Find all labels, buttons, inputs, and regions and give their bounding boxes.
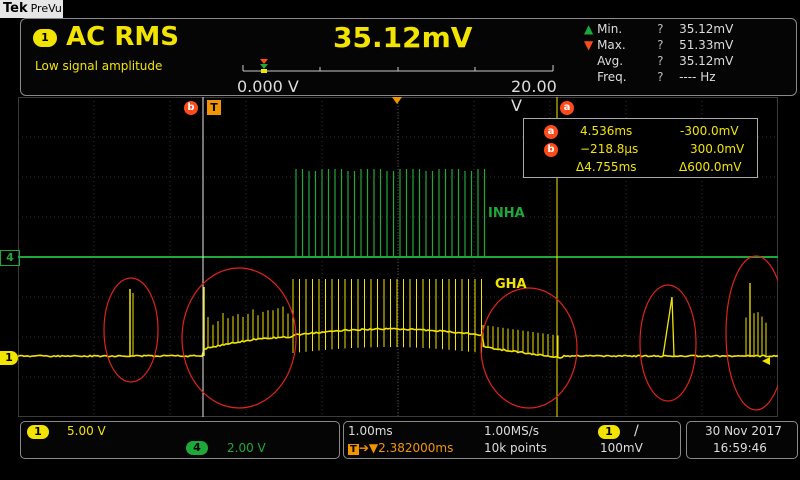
annotation-ellipse-4 — [640, 285, 696, 401]
trigger-source-badge: 1 — [598, 425, 620, 439]
brand-name: Tek — [3, 1, 28, 16]
timebase: 1.00ms — [348, 424, 393, 438]
trigger-t-icon: T — [348, 444, 359, 455]
date-time-panel: 30 Nov 2017 16:59:46 — [686, 421, 798, 459]
cursor-a-badge[interactable]: a — [560, 101, 574, 115]
cursor-b-badge[interactable]: b — [184, 101, 198, 115]
trigger-slope-icon: / — [634, 423, 639, 439]
gha-spike — [663, 297, 674, 356]
measurement-note: Low signal amplitude — [35, 59, 162, 73]
horizontal-trigger-panel[interactable]: 1.00ms 1.00MS/s T➔▼2.382000ms 10k points… — [343, 421, 681, 459]
sample-rate: 1.00MS/s — [484, 424, 539, 438]
readout-b-badge: b — [544, 143, 558, 157]
date: 30 Nov 2017 — [705, 424, 782, 438]
ch1-scale: 5.00 V — [67, 424, 106, 438]
max-flag-icon: ▼ — [584, 38, 593, 52]
annotation-ellipse-3 — [481, 288, 577, 408]
readout-a-volt: -300.0mV — [680, 124, 739, 138]
trigger-position-icon[interactable] — [392, 97, 402, 104]
record-length: 10k points — [484, 441, 547, 455]
trigger-arrow-icon: ➔ — [359, 441, 369, 455]
stat-min: ▲ Min.?35.12mV — [584, 21, 733, 37]
ch4-ground-marker[interactable]: 4 — [0, 250, 20, 266]
time: 16:59:46 — [713, 441, 767, 455]
measurement-value: 35.12mV — [333, 21, 472, 54]
measurement-scale: 0.000 V 20.00 V — [237, 57, 557, 93]
readout-delta-time: Δ4.755ms — [576, 160, 637, 174]
vertical-scale-panel[interactable]: 1 5.00 V 4 2.00 V — [20, 421, 340, 459]
trigger-t-badge[interactable]: T — [207, 100, 221, 115]
cursor-readout: a 4.536ms -300.0mV b −218.8µs 300.0mV Δ4… — [523, 118, 758, 178]
scale-ruler-icon — [237, 57, 557, 77]
stat-freq: ▲ Freq.?---- Hz — [584, 69, 733, 85]
measurement-panel[interactable]: 1 AC RMS 35.12mV Low signal amplitude 0.… — [20, 18, 797, 96]
trigger-position: T➔▼2.382000ms — [348, 441, 453, 455]
readout-a-badge: a — [544, 125, 558, 139]
readout-b-time: −218.8µs — [580, 142, 638, 156]
annotation-circles — [104, 256, 778, 410]
ch1-right-marker-icon — [762, 357, 770, 365]
ch1-scale-badge: 1 — [27, 425, 49, 439]
readout-delta-volt: Δ600.0mV — [679, 160, 741, 174]
ch4-scale: 2.00 V — [227, 441, 266, 455]
min-flag-icon: ▲ — [584, 22, 593, 36]
brand-logo: TekPreVu — [0, 0, 63, 18]
annotation-ellipse-1 — [104, 278, 158, 382]
inha-label: INHA — [488, 206, 525, 221]
readout-b-volt: 300.0mV — [690, 142, 744, 156]
channel-1-badge: 1 — [33, 29, 57, 47]
measurement-name: AC RMS — [66, 22, 179, 52]
annotation-ellipse-5 — [726, 256, 778, 410]
gha-label: GHA — [495, 277, 527, 292]
measurement-title: 1 AC RMS — [33, 22, 179, 52]
stat-avg: ▲ Avg.?35.12mV — [584, 53, 733, 69]
acq-mode: PreVu — [31, 2, 62, 15]
stat-max: ▼ Max.?51.33mV — [584, 37, 733, 53]
ch1-ground-marker[interactable]: 1 — [0, 351, 18, 365]
scale-min: 0.000 V — [237, 77, 299, 96]
ch4-scale-badge: 4 — [186, 441, 208, 455]
readout-a-time: 4.536ms — [580, 124, 632, 138]
measurement-stats: ▲ Min.?35.12mV ▼ Max.?51.33mV ▲ Avg.?35.… — [584, 21, 733, 85]
trigger-level: 100mV — [600, 441, 643, 455]
